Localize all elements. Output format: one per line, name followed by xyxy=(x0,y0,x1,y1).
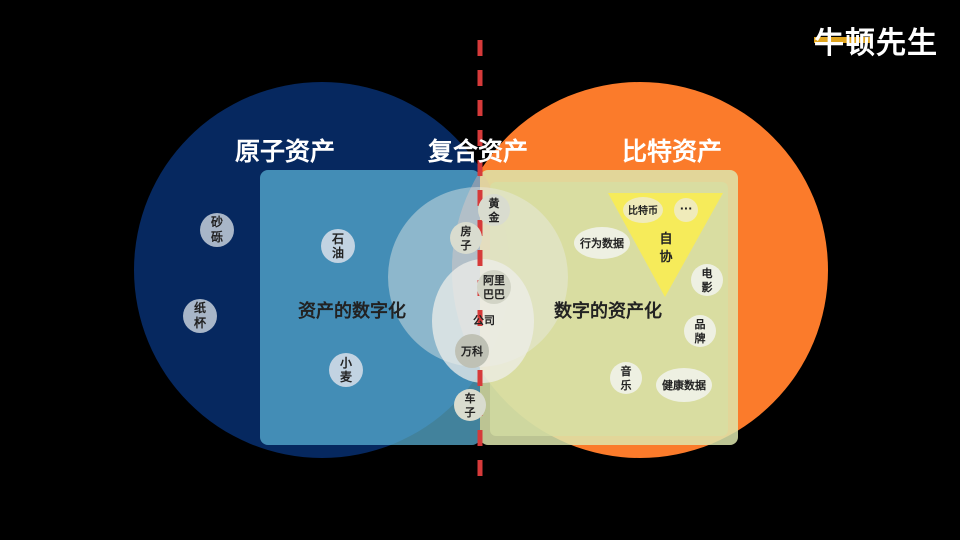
composite-item-label-5a: 车 xyxy=(465,391,476,405)
composite-item-label-2b: 子 xyxy=(461,239,472,252)
triangle-item-label-1: 比特币 xyxy=(628,204,658,217)
bit-item-label-1: 行为数据 xyxy=(579,236,624,250)
triangle-label-b: 协 xyxy=(659,249,672,265)
composite-item-label-2a: 房 xyxy=(461,224,472,238)
asset-digitization-label: 资产的数字化 xyxy=(298,300,406,322)
composite-item-bubble: 黄 金 xyxy=(478,194,510,226)
atom-item-label-4a: 小 xyxy=(340,355,352,370)
bit-assets-label: 比特资产 xyxy=(622,137,722,166)
bit-item-label-2b: 影 xyxy=(702,280,713,294)
triangle-label-a: 自 xyxy=(659,231,672,247)
bit-item-label-2a: 电 xyxy=(702,266,713,280)
composite-item-label-3b: 巴巴 xyxy=(483,288,505,301)
atom-item-bubble: 石 油 xyxy=(321,229,355,263)
atom-item-label-3a: 石 xyxy=(331,232,344,246)
triangle-item-bubble: 比特币 xyxy=(623,197,663,223)
composite-item-label-4: 万科 xyxy=(460,344,483,358)
atom-item-bubble: 砂 砾 xyxy=(200,213,234,247)
brand-logo: 牛顿先生 xyxy=(814,18,938,62)
company-label: 公司 xyxy=(473,314,495,327)
bit-item-bubble: 音 乐 xyxy=(610,362,642,394)
composite-item-bubble: 阿里 巴巴 xyxy=(477,270,511,304)
bit-item-bubble: 品 牌 xyxy=(684,315,716,347)
bit-item-bubble: 行为数据 xyxy=(574,227,630,259)
atom-item-label-2b: 杯 xyxy=(194,315,207,330)
composite-item-bubble: 房 子 xyxy=(450,222,482,254)
atom-item-label-2a: 纸 xyxy=(194,300,206,315)
asset-digitization-panel xyxy=(260,170,480,445)
atom-item-bubble: 小 麦 xyxy=(329,353,363,387)
composite-item-label-5b: 子 xyxy=(465,406,476,419)
atom-item-label-1a: 砂 xyxy=(210,214,223,229)
atom-item-label-3b: 油 xyxy=(332,245,344,260)
atom-assets-label: 原子资产 xyxy=(235,137,335,166)
digital-assetization-label: 数字的资产化 xyxy=(554,300,662,322)
composite-item-label-1a: 黄 xyxy=(489,196,500,210)
composite-assets-label: 复合资产 xyxy=(428,137,528,166)
brand-name: 牛顿先生 xyxy=(814,26,938,61)
triangle-item-bubble: ··· xyxy=(674,198,698,222)
atom-item-bubble: 纸 杯 xyxy=(183,299,217,333)
composite-item-bubble: 车 子 xyxy=(454,389,486,421)
bit-item-label-5: 健康数据 xyxy=(662,378,706,392)
bit-item-bubble: 健康数据 xyxy=(656,368,712,402)
bit-item-label-4b: 乐 xyxy=(621,378,632,392)
bit-item-label-3a: 品 xyxy=(695,318,706,331)
composite-item-bubble: 万科 xyxy=(455,334,489,368)
composite-item-label-3a: 阿里 xyxy=(483,273,505,287)
triangle-item-label-2: ··· xyxy=(680,202,693,215)
atom-item-label-1b: 砾 xyxy=(211,229,223,244)
composite-item-label-1b: 金 xyxy=(488,210,501,224)
bit-item-label-3b: 牌 xyxy=(695,331,706,345)
atom-item-label-4b: 麦 xyxy=(340,369,353,384)
bit-item-label-4a: 音 xyxy=(621,364,632,378)
bit-item-bubble: 电 影 xyxy=(691,264,723,296)
brand-accent-bar xyxy=(814,37,872,43)
